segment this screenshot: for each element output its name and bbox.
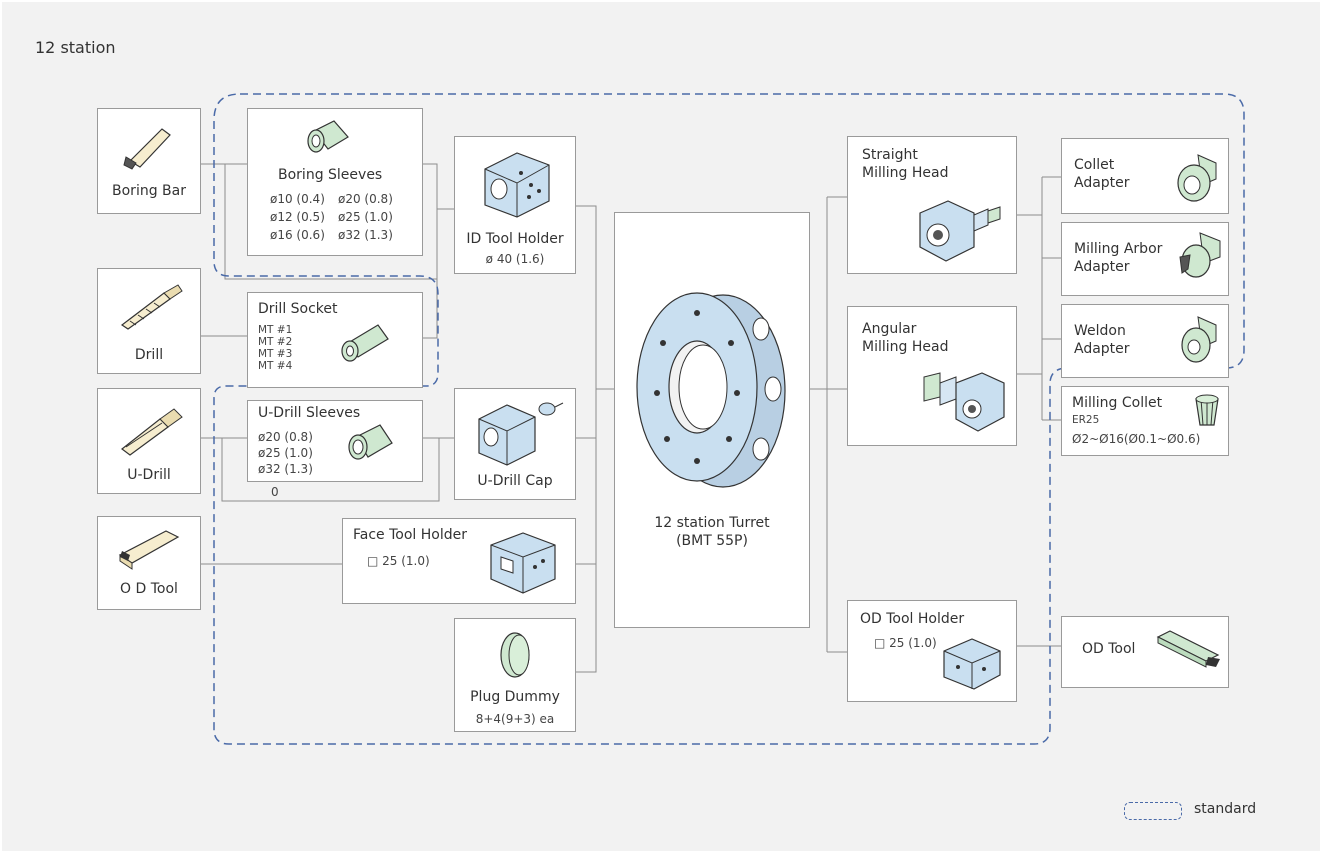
u-drill-sleeves-spec: ø32 (1.3) xyxy=(258,462,313,476)
drill-socket-spec: MT #4 xyxy=(258,360,293,372)
u-drill-cap-box[interactable]: U-Drill Cap xyxy=(454,388,576,500)
straight-milling-head-box[interactable]: Straight Milling Head xyxy=(847,136,1017,274)
u-drill-sleeves-note: 0 xyxy=(271,485,279,499)
od-tool-left-box[interactable]: O D Tool xyxy=(97,516,201,610)
turret-model: (BMT 55P) xyxy=(676,533,748,549)
milling-arbor-adapter-line2: Adapter xyxy=(1074,259,1130,275)
u-drill-icon xyxy=(121,408,183,456)
collet-adapter-icon xyxy=(1177,154,1217,202)
weldon-adapter-icon xyxy=(1181,316,1217,363)
drill-socket-box[interactable]: Drill Socket MT #1 MT #2 MT #3 MT #4 xyxy=(247,292,423,388)
od-tool-right-box[interactable]: OD Tool xyxy=(1061,616,1229,688)
straight-milling-head-line1: Straight xyxy=(862,147,918,163)
milling-collet-title: Milling Collet xyxy=(1072,395,1163,411)
angular-milling-head-icon xyxy=(923,372,1005,432)
id-tool-holder-title: ID Tool Holder xyxy=(466,231,564,247)
plug-dummy-box[interactable]: Plug Dummy 8+4(9+3) ea xyxy=(454,618,576,732)
id-tool-holder-box[interactable]: ID Tool Holder ø 40 (1.6) xyxy=(454,136,576,274)
angular-milling-head-line1: Angular xyxy=(862,321,917,337)
face-tool-holder-box[interactable]: Face Tool Holder □ 25 (1.0) xyxy=(342,518,576,604)
drill-socket-icon xyxy=(341,324,389,362)
boring-sleeves-spec: ø10 (0.4) xyxy=(270,192,325,206)
milling-arbor-adapter-icon xyxy=(1179,232,1221,278)
u-drill-cap-title: U-Drill Cap xyxy=(477,473,553,489)
collet-adapter-box[interactable]: Collet Adapter xyxy=(1061,138,1229,214)
milling-arbor-adapter-line1: Milling Arbor xyxy=(1074,241,1163,257)
boring-sleeves-spec: ø12 (0.5) xyxy=(270,210,325,224)
straight-milling-head-icon xyxy=(919,200,1001,262)
od-tool-right-label: OD Tool xyxy=(1082,641,1136,657)
milling-collet-type: ER25 xyxy=(1072,414,1100,426)
boring-sleeves-title: Boring Sleeves xyxy=(278,167,383,183)
u-drill-sleeves-title: U-Drill Sleeves xyxy=(258,405,361,421)
boring-sleeves-spec: ø20 (0.8) xyxy=(338,192,393,206)
od-tool-icon xyxy=(118,530,180,570)
drill-box[interactable]: Drill xyxy=(97,268,201,374)
straight-milling-head-line2: Milling Head xyxy=(862,165,949,181)
sleeve-icon xyxy=(307,120,349,153)
boring-sleeves-spec: ø25 (1.0) xyxy=(338,210,393,224)
od-tool-holder-title: OD Tool Holder xyxy=(860,611,965,627)
u-drill-label: U-Drill xyxy=(127,467,171,483)
plug-dummy-title: Plug Dummy xyxy=(470,689,560,705)
drill-socket-title: Drill Socket xyxy=(258,301,338,317)
collet-adapter-line2: Adapter xyxy=(1074,175,1130,191)
milling-arbor-adapter-box[interactable]: Milling Arbor Adapter xyxy=(1061,222,1229,296)
od-tool-left-label: O D Tool xyxy=(120,581,178,597)
u-drill-box[interactable]: U-Drill xyxy=(97,388,201,494)
turret-title: 12 station Turret xyxy=(654,515,770,531)
drill-socket-spec: MT #2 xyxy=(258,336,293,348)
milling-collet-box[interactable]: Milling Collet ER25 Ø2~Ø16(Ø0.1~Ø0.6) xyxy=(1061,386,1229,456)
drill-socket-spec: MT #1 xyxy=(258,324,293,336)
angular-milling-head-line2: Milling Head xyxy=(862,339,949,355)
od-tool-holder-box[interactable]: OD Tool Holder □ 25 (1.0) xyxy=(847,600,1017,702)
boring-bar-icon xyxy=(123,128,171,170)
boring-bar-box[interactable]: Boring Bar xyxy=(97,108,201,214)
drill-icon xyxy=(120,284,183,330)
legend-dashed-swatch xyxy=(1124,802,1182,820)
face-tool-holder-title: Face Tool Holder xyxy=(353,527,467,543)
u-drill-sleeves-spec: ø25 (1.0) xyxy=(258,446,313,460)
collet-adapter-line1: Collet xyxy=(1074,157,1115,173)
milling-collet-icon xyxy=(1195,394,1219,426)
page-title: 12 station xyxy=(35,38,116,57)
weldon-adapter-box[interactable]: Weldon Adapter xyxy=(1061,304,1229,378)
u-drill-sleeves-box[interactable]: U-Drill Sleeves ø20 (0.8) ø25 (1.0) ø32 … xyxy=(247,400,423,482)
boring-sleeves-spec: ø16 (0.6) xyxy=(270,228,325,242)
plug-dummy-spec: 8+4(9+3) ea xyxy=(475,712,555,726)
weldon-adapter-line2: Adapter xyxy=(1074,341,1130,357)
u-drill-cap-icon xyxy=(478,402,564,466)
milling-collet-range: Ø2~Ø16(Ø0.1~Ø0.6) xyxy=(1072,432,1201,446)
turret-box[interactable]: 12 station Turret (BMT 55P) xyxy=(614,212,810,628)
u-drill-sleeves-spec: ø20 (0.8) xyxy=(258,430,313,444)
id-tool-holder-icon xyxy=(484,152,550,218)
od-tool-holder-icon xyxy=(943,638,1001,690)
face-tool-holder-icon xyxy=(490,532,556,594)
od-tool-icon xyxy=(1156,630,1220,668)
drill-label: Drill xyxy=(134,347,164,363)
drill-socket-spec: MT #3 xyxy=(258,348,293,360)
turret-icon xyxy=(636,292,786,488)
boring-bar-label: Boring Bar xyxy=(112,183,186,199)
face-tool-holder-spec: □ 25 (1.0) xyxy=(367,554,430,568)
plug-dummy-icon xyxy=(500,632,530,678)
boring-sleeves-spec: ø32 (1.3) xyxy=(338,228,393,242)
angular-milling-head-box[interactable]: Angular Milling Head xyxy=(847,306,1017,446)
od-tool-holder-spec: □ 25 (1.0) xyxy=(874,636,937,650)
legend-label: standard xyxy=(1194,801,1257,817)
sleeve-icon xyxy=(348,424,393,460)
id-tool-holder-spec: ø 40 (1.6) xyxy=(485,252,545,266)
weldon-adapter-line1: Weldon xyxy=(1074,323,1126,339)
boring-sleeves-box[interactable]: Boring Sleeves ø10 (0.4) ø12 (0.5) ø16 (… xyxy=(247,108,423,256)
